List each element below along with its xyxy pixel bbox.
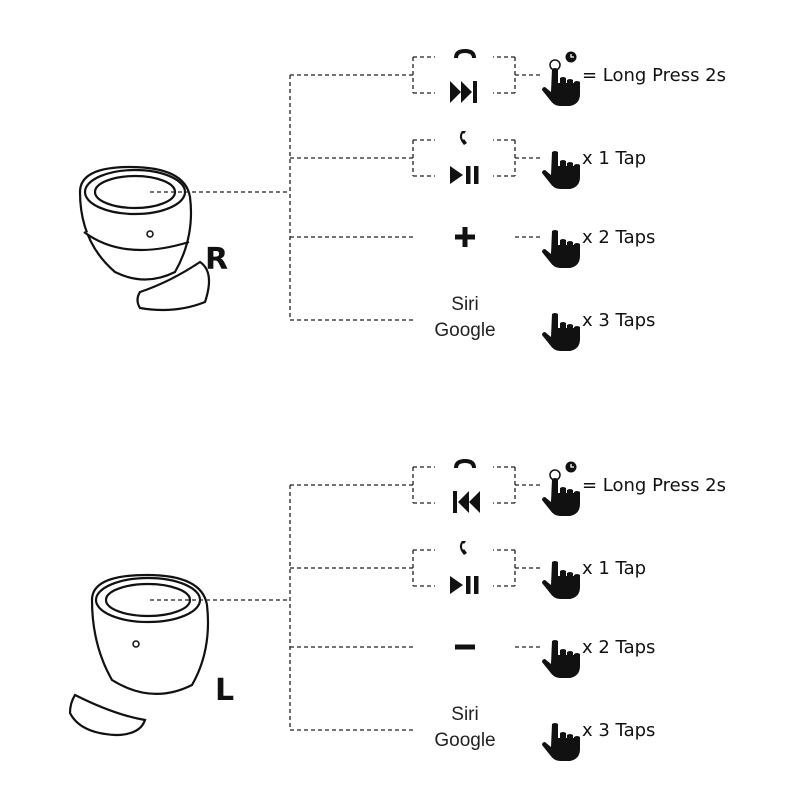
minus-icon xyxy=(455,644,475,650)
earbud-r-illustration xyxy=(78,165,211,312)
tap-icon xyxy=(542,723,580,761)
phone-icon xyxy=(459,541,467,555)
tap-icon xyxy=(542,230,580,268)
hang-up-icon xyxy=(454,48,476,59)
gesture-label: x 2 Taps xyxy=(582,227,655,248)
side-label: L xyxy=(215,673,234,708)
gesture-label: x 3 Taps xyxy=(582,720,655,741)
earbud-l-illustration xyxy=(68,573,210,737)
control-row: x 2 Taps xyxy=(290,227,655,268)
siri-label: Siri xyxy=(451,704,478,725)
next-track-icon xyxy=(450,81,477,103)
gesture-label: x 3 Taps xyxy=(582,310,655,331)
play-pause-icon xyxy=(450,576,479,594)
previous-track-icon xyxy=(453,491,480,513)
plus-icon xyxy=(455,227,475,247)
tap-icon xyxy=(542,561,580,599)
play-pause-icon xyxy=(450,166,479,184)
dashed-bracket xyxy=(412,139,516,177)
control-row: x 2 Taps xyxy=(290,637,655,678)
side-label: R xyxy=(205,242,228,277)
google-label: Google xyxy=(434,320,495,341)
gesture-label: x 1 Tap xyxy=(582,148,646,169)
long-press-icon xyxy=(542,461,580,516)
control-row: = Long Press 2s xyxy=(290,48,726,106)
control-row: = Long Press 2s xyxy=(290,458,726,516)
dashed-bracket xyxy=(412,549,516,587)
group-r: R = Long Press 2s x 1 Tap x 2 TapsSiriGoogl… xyxy=(78,48,726,351)
hang-up-icon xyxy=(454,458,476,469)
phone-icon xyxy=(459,131,467,145)
tap-icon xyxy=(542,640,580,678)
siri-label: Siri xyxy=(451,294,478,315)
tap-icon xyxy=(542,151,580,189)
group-l: L = Long Press 2s x 1 Tap x 2 TapsSiriGoogl… xyxy=(68,458,726,761)
gesture-label: x 2 Taps xyxy=(582,637,655,658)
tap-icon xyxy=(542,313,580,351)
gesture-label: x 1 Tap xyxy=(582,558,646,579)
gesture-label: = Long Press 2s xyxy=(582,65,726,86)
long-press-icon xyxy=(542,51,580,106)
control-row: x 1 Tap xyxy=(290,131,646,189)
control-row: x 1 Tap xyxy=(290,541,646,599)
gesture-label: = Long Press 2s xyxy=(582,475,726,496)
google-label: Google xyxy=(434,730,495,751)
